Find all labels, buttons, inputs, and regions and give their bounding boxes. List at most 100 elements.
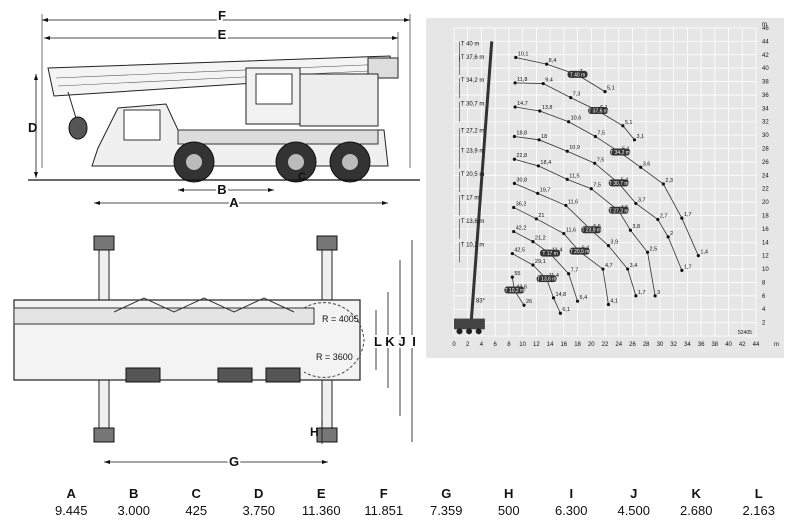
load-point [569, 96, 573, 100]
load-value-label: 11,6 [568, 199, 578, 205]
series-tag [581, 226, 602, 234]
load-point [538, 109, 542, 113]
dim-label-I: I [412, 334, 416, 349]
load-point [512, 134, 516, 139]
x-tick-label: 42 [739, 342, 746, 348]
load-value-label: 3,7 [638, 197, 646, 203]
dim-label-A: A [229, 195, 239, 208]
load-point [558, 311, 562, 315]
load-point [541, 81, 545, 86]
y-tick-label: 14 [762, 240, 769, 246]
y-axis-unit: m [762, 22, 767, 28]
load-value-label: 1,7 [684, 264, 692, 270]
crane-side-view: F E D C B A [28, 6, 420, 212]
series-tag [610, 148, 631, 156]
load-point [606, 244, 611, 248]
x-tick-label: 2 [466, 342, 470, 348]
load-point [514, 55, 518, 60]
load-value-label: 21 [538, 213, 544, 219]
load-value-label: 5,1 [625, 120, 633, 126]
load-point [512, 157, 516, 161]
dim-label-K: K [385, 334, 395, 349]
x-tick-label: 4 [480, 342, 484, 348]
x-tick-label: 24 [615, 342, 622, 348]
series-tag-label: T 40 m [570, 72, 585, 78]
series-tag [608, 206, 629, 214]
load-value-label: 7,5 [597, 130, 605, 136]
load-value-label: 30,8 [516, 177, 527, 183]
load-value-label: 11,5 [569, 173, 579, 179]
dimension-letter: L [754, 486, 763, 501]
load-point [632, 138, 637, 142]
y-tick-label: 4 [762, 307, 766, 313]
load-value-label: 13,8 [542, 105, 553, 111]
y-tick-label: 8 [762, 280, 766, 286]
x-tick-label: 22 [602, 342, 609, 348]
side-view-drawing: F E D C B A [28, 6, 420, 212]
load-value-label: 42,2 [516, 226, 527, 232]
series-tag [540, 249, 561, 257]
load-point [567, 120, 571, 124]
x-axis-unit: m [774, 342, 779, 348]
load-curve [513, 207, 609, 305]
dimension-value: 2.680 [679, 503, 713, 518]
x-tick-label: 20 [588, 342, 595, 348]
load-curve [515, 82, 635, 141]
load-point [661, 182, 665, 186]
load-value-label: 11,8 [517, 77, 527, 83]
load-point [513, 81, 517, 85]
load-value-label: 22,8 [516, 153, 527, 159]
load-point [656, 217, 660, 222]
dim-label-H: H [310, 425, 319, 439]
series-tag-label: T 23,9 m [581, 228, 601, 234]
load-point [645, 250, 650, 254]
load-point [606, 302, 611, 307]
radius-rear-label: R = 3600 [316, 352, 353, 362]
load-value-label: 10,6 [571, 116, 582, 122]
dim-label-G: G [229, 454, 239, 469]
load-value-label: 1,4 [700, 250, 708, 256]
load-point [593, 161, 597, 165]
load-value-label: 21,2 [535, 236, 546, 242]
chart-code: 52405 [738, 330, 752, 336]
dimension-value: 11.360 [301, 503, 341, 518]
series-tag [567, 70, 588, 78]
dimension-letter: G [441, 486, 452, 501]
x-tick-label: 12 [533, 342, 540, 348]
x-tick-label: 38 [711, 342, 718, 348]
load-value-label: 26 [526, 299, 532, 305]
dimension-letter: E [316, 486, 326, 501]
x-tick-label: 44 [753, 342, 760, 348]
x-tick-label: 14 [547, 342, 554, 348]
series-tag-label: T 34,2 m [610, 150, 630, 156]
y-tick-label: 10 [762, 267, 769, 273]
boom-length-label: T 37,6 m [461, 55, 485, 61]
load-point [575, 299, 580, 303]
crane-silhouette [454, 318, 485, 330]
load-point [531, 239, 535, 244]
boom-length-label: T 13,6 m [461, 219, 485, 225]
series-tag [569, 247, 590, 255]
dim-label-J: J [398, 334, 405, 349]
boom-length-label: T 20,5 m [461, 172, 485, 178]
load-value-label: 1,7 [638, 290, 646, 296]
y-tick-label: 28 [762, 147, 769, 153]
load-value-label: 11,6 [566, 228, 576, 234]
y-tick-label: 34 [762, 106, 769, 112]
x-tick-label: 40 [725, 342, 732, 348]
crane-wheel [456, 328, 463, 335]
dimension-letter: B [129, 486, 139, 501]
load-value-label: 3,1 [637, 134, 645, 140]
series-tag [588, 107, 609, 115]
load-value-label: 36,2 [516, 201, 527, 207]
x-tick-label: 36 [698, 342, 705, 348]
dimension-letter: C [191, 486, 201, 501]
load-point [621, 124, 625, 128]
load-point [593, 134, 597, 139]
